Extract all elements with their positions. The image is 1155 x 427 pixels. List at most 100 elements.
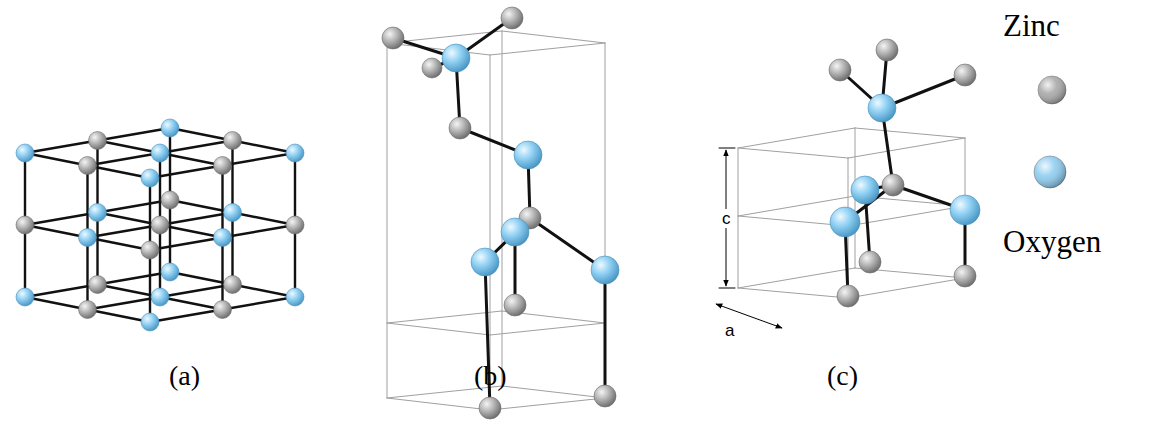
cell-edge	[738, 128, 855, 148]
swatch-shading	[1034, 156, 1066, 188]
lattice-bond	[25, 225, 88, 238]
oxygen-atom	[141, 313, 159, 331]
oxygen-atom	[89, 204, 107, 222]
legend-swatch	[1038, 76, 1066, 104]
cell-edge	[387, 43, 388, 398]
lattice-bond	[160, 285, 233, 298]
cell-edge	[387, 323, 490, 335]
lattice-bond	[96, 213, 98, 285]
zinc-blende-structure	[382, 7, 619, 419]
oxygen-atom	[224, 204, 242, 222]
cell-edge	[502, 31, 503, 386]
lattice-bond	[96, 141, 98, 213]
lattice-bond	[169, 200, 171, 272]
zinc-atom	[141, 241, 159, 259]
cell-edge	[738, 268, 855, 288]
lattice-bond	[221, 238, 223, 310]
oxygen-atom	[161, 263, 179, 281]
lattice-bond	[231, 213, 233, 285]
cell-edge	[855, 128, 965, 138]
lattice-bond	[160, 297, 223, 310]
oxygen-atom	[868, 94, 896, 122]
lattice-bond	[98, 285, 161, 298]
oxygen-atom	[442, 44, 470, 72]
zinc-atom	[382, 27, 404, 49]
lattice-bond	[294, 225, 296, 297]
oxygen-atom	[591, 256, 619, 284]
lattice-bond	[98, 200, 171, 213]
lattice-bond	[149, 178, 151, 250]
cell-edge	[605, 43, 606, 398]
oxygen-atom	[151, 288, 169, 306]
zinc-atom	[829, 59, 851, 81]
zinc-atom	[479, 397, 501, 419]
zinc-atom	[79, 301, 97, 319]
cell-edge	[387, 398, 490, 410]
oxygen-atom	[161, 119, 179, 137]
zinc-atom	[954, 265, 976, 287]
zinc-atom	[837, 285, 859, 307]
oxygen-atom	[151, 144, 169, 162]
lattice-bond	[159, 225, 161, 297]
zinc-atom	[286, 216, 304, 234]
lattice-bond	[98, 128, 171, 141]
zinc-atom	[501, 7, 523, 29]
oxygen-atom	[851, 176, 879, 204]
lattice-bond	[169, 128, 171, 200]
cell-edge	[502, 31, 605, 43]
zinc-atom	[954, 64, 976, 86]
lattice-bond	[24, 225, 26, 297]
cell-edge	[387, 311, 502, 323]
lattice-bond	[25, 153, 88, 166]
lattice-bond	[221, 166, 223, 238]
zinc-atom	[79, 157, 97, 175]
legend-swatch	[1034, 156, 1066, 188]
zinc-atom	[214, 157, 232, 175]
zinc-atom	[89, 132, 107, 150]
zinc-atom	[859, 251, 881, 273]
legend-swatch-group	[1038, 76, 1066, 104]
dimension-label: c	[720, 209, 733, 228]
zinc-atom	[594, 385, 616, 407]
lattice-bond	[231, 141, 233, 213]
swatch-shading	[1038, 76, 1066, 104]
atomic-bond	[604, 270, 607, 396]
rocksalt-structure	[16, 119, 304, 331]
cell-edge	[490, 43, 605, 55]
oxygen-atom	[501, 218, 529, 246]
oxygen-atom	[471, 248, 499, 276]
lattice-bond	[170, 200, 233, 213]
zinc-atom	[224, 132, 242, 150]
lattice-bond	[233, 285, 296, 298]
lattice-bond	[25, 297, 88, 310]
cell-edge	[490, 398, 605, 410]
panel-label: (b)	[474, 362, 507, 390]
zinc-atom	[161, 191, 179, 209]
lattice-bond	[88, 297, 161, 310]
zinc-atom	[224, 276, 242, 294]
cell-edge	[502, 386, 605, 398]
zinc-atom	[876, 39, 898, 61]
cell-edge	[490, 323, 605, 335]
dimension-tick	[719, 288, 735, 289]
lattice-bond	[88, 310, 151, 323]
zinc-atom	[422, 58, 442, 78]
lattice-bond	[170, 128, 233, 141]
zinc-atom	[16, 216, 34, 234]
wurtzite-structure	[716, 39, 980, 328]
lattice-bond	[24, 153, 26, 225]
panel-label: (a)	[169, 362, 200, 390]
dimension-label: a	[725, 322, 734, 339]
lattice-bond	[25, 141, 98, 154]
oxygen-atom	[141, 169, 159, 187]
lattice-bond	[170, 272, 233, 285]
oxygen-atom	[16, 288, 34, 306]
lattice-bond	[25, 285, 98, 298]
oxygen-atom	[79, 229, 97, 247]
lattice-bond	[233, 213, 296, 226]
oxygen-atom	[950, 195, 980, 225]
cell-edge	[738, 148, 848, 158]
lattice-bond	[223, 297, 296, 310]
zinc-atom	[151, 216, 169, 234]
cell-edge	[738, 148, 739, 288]
